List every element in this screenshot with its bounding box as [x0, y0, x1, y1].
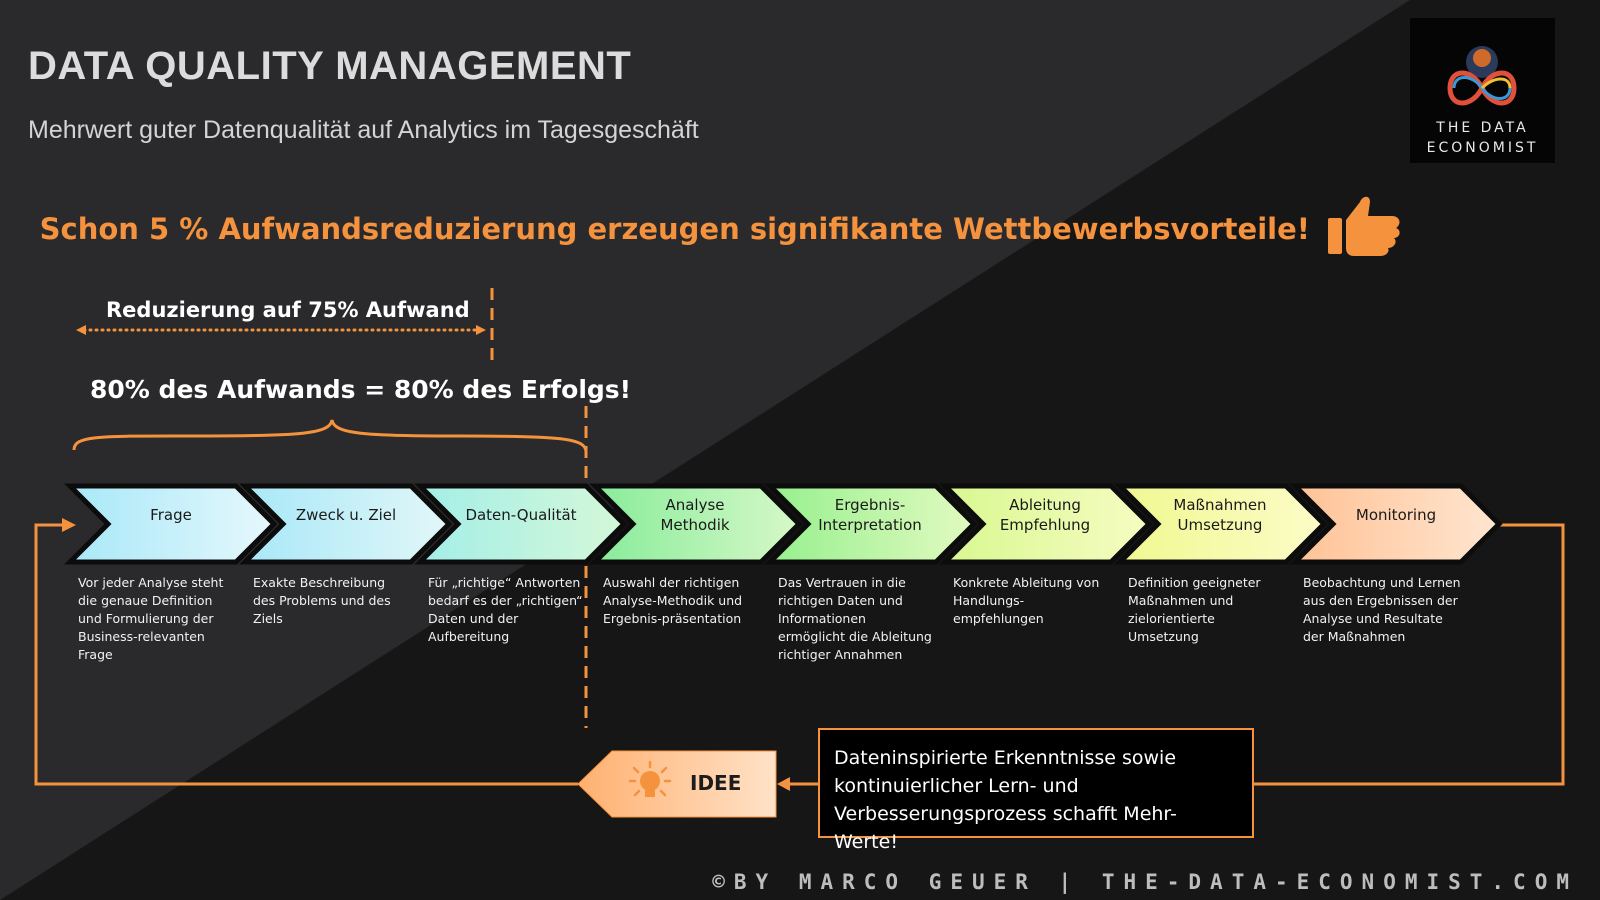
- step-chevron-ergebnis: [763, 483, 978, 565]
- step-chevron-frage: [63, 483, 278, 565]
- brand-logo: THE DATA ECONOMIST: [1410, 18, 1555, 163]
- lightbulb-icon: [628, 760, 672, 797]
- step-desc-daten-qualitaet: Für „richtige“ Antworten bedarf es der „…: [428, 575, 583, 644]
- step-label-ergebnis: Ergebnis-Interpretation: [818, 496, 922, 534]
- step-chevron-ableitung: [938, 483, 1153, 565]
- step-label-monitoring: Monitoring: [1355, 506, 1437, 524]
- insight-box: Dateninspirierte Erkenntnisse sowie kont…: [818, 728, 1254, 853]
- step-desc-frage: Vor jeder Analyse steht die genaue Defin…: [78, 575, 224, 662]
- loop-arrow-to-idee: [777, 777, 790, 791]
- pareto-label: 80% des Aufwands = 80% des Erfolgs!: [90, 375, 632, 404]
- step-label-frage: Frage: [150, 506, 192, 524]
- loop-line-left: [34, 523, 578, 786]
- step-label-analyse: Analyse Methodik: [660, 496, 730, 534]
- step-desc-massnahmen: Definition geeigneter Maßnahmen und ziel…: [1128, 575, 1261, 644]
- logo-text-line1: THE DATA: [1436, 120, 1529, 136]
- loop-arrow-to-start: [62, 518, 76, 532]
- step-chevron-daten-qualitaet: [413, 483, 628, 565]
- step-chevron-massnahmen: [1113, 483, 1328, 565]
- step-desc-monitoring: Beobachtung und Lernen aus den Ergebniss…: [1303, 575, 1461, 644]
- reduction-arrow-left-head: [76, 325, 86, 335]
- thumbs-up-icon: [1328, 196, 1400, 256]
- headline: Schon 5 % Aufwandsreduzierung erzeugen s…: [39, 212, 1310, 246]
- footer-credit: ©BY MARCO GEUER | THE-DATA-ECONOMIST.COM: [712, 870, 1578, 894]
- page-title: DATA QUALITY MANAGEMENT: [28, 44, 632, 88]
- step-label-zweck: Zweck u. Ziel: [295, 506, 397, 524]
- page-subtitle: Mehrwert guter Datenqualität auf Analyti…: [28, 116, 699, 144]
- step-desc-analyse: Auswahl der richtigen Analyse-Methodik u…: [603, 575, 743, 626]
- background-diagonal: [0, 0, 1410, 900]
- step-desc-ergebnis: Das Vertrauen in die richtigen Daten und…: [778, 575, 932, 662]
- step-desc-zweck: Exakte Beschreibung des Problems und des…: [253, 575, 391, 626]
- idee-label: IDEE: [690, 771, 742, 795]
- loop-line-right: [1254, 523, 1565, 786]
- step-label-daten-qualitaet: Daten-Qualität: [465, 506, 577, 524]
- step-desc-ableitung: Konkrete Ableitung von Handlungs-empfehl…: [953, 575, 1100, 626]
- reduction-label: Reduzierung auf 75% Aufwand: [106, 298, 470, 322]
- step-chevron-monitoring: [1288, 483, 1503, 565]
- reduction-arrow-right-head: [476, 325, 486, 335]
- step-chevron-analyse: [588, 483, 803, 565]
- pareto-brace: [72, 419, 588, 453]
- idee-shape: [577, 750, 777, 818]
- step-chevron-zweck: [238, 483, 453, 565]
- step-label-ableitung: Ableitung Empfehlung: [999, 496, 1091, 534]
- logo-infinity-icon: [1447, 46, 1517, 106]
- logo-text-line2: ECONOMIST: [1426, 140, 1539, 156]
- step-label-massnahmen: Maßnahmen Umsetzung: [1173, 496, 1267, 534]
